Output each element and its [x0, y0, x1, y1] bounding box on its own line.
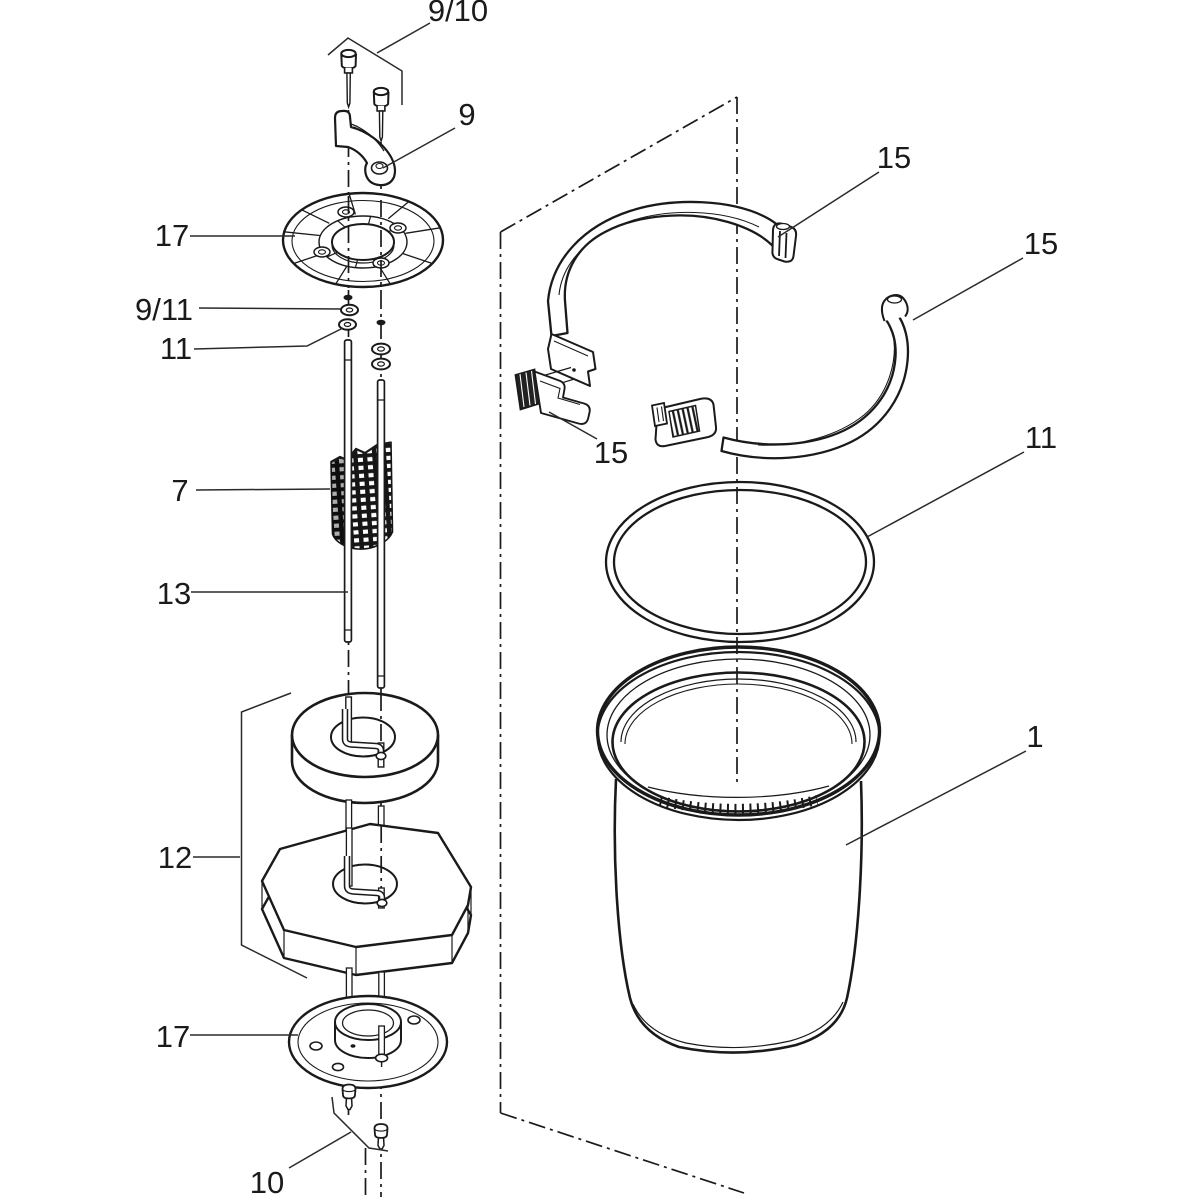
part-label-9-11: 9/11	[135, 292, 193, 327]
part-label-12: 12	[158, 840, 192, 875]
part-label-15-top: 15	[877, 140, 911, 175]
rod-left	[343, 339, 353, 643]
bottom-flange	[287, 994, 449, 1090]
clamp-half-right	[650, 294, 910, 460]
cover-screw-top-right	[372, 86, 390, 144]
part-label-17-top: 17	[155, 218, 189, 253]
top-flange	[281, 191, 445, 289]
part-label-1: 1	[1026, 719, 1043, 754]
foam-disc-round	[290, 691, 440, 805]
washers	[338, 294, 391, 371]
part-label-9-10: 9/10	[428, 0, 488, 28]
o-ring	[604, 480, 876, 644]
part-labels: 9/10 9 17 9/11 11 7 13 12 17 10 15 15 15…	[135, 0, 1058, 1197]
part-label-9: 9	[458, 97, 475, 132]
part-label-11-right: 11	[1025, 420, 1057, 455]
leader-lines	[190, 22, 1027, 1169]
clamp-buckle	[514, 366, 591, 425]
clamp-half-left	[546, 200, 798, 387]
base-screw-left	[341, 1083, 357, 1111]
rod-right	[376, 379, 386, 689]
part-label-15-right: 15	[1024, 226, 1058, 261]
part-label-17-bottom: 17	[156, 1019, 190, 1054]
part-label-7: 7	[171, 473, 188, 508]
part-label-10: 10	[250, 1165, 284, 1197]
handle	[333, 109, 397, 187]
base-screw-right	[373, 1123, 389, 1150]
cover-screw-top-left	[340, 48, 357, 110]
part-label-11-left: 11	[160, 331, 192, 366]
container	[595, 645, 882, 1054]
foam-disc-octagonal	[260, 822, 473, 977]
part-label-13: 13	[157, 576, 191, 611]
part-label-15-lower-left: 15	[594, 435, 628, 470]
